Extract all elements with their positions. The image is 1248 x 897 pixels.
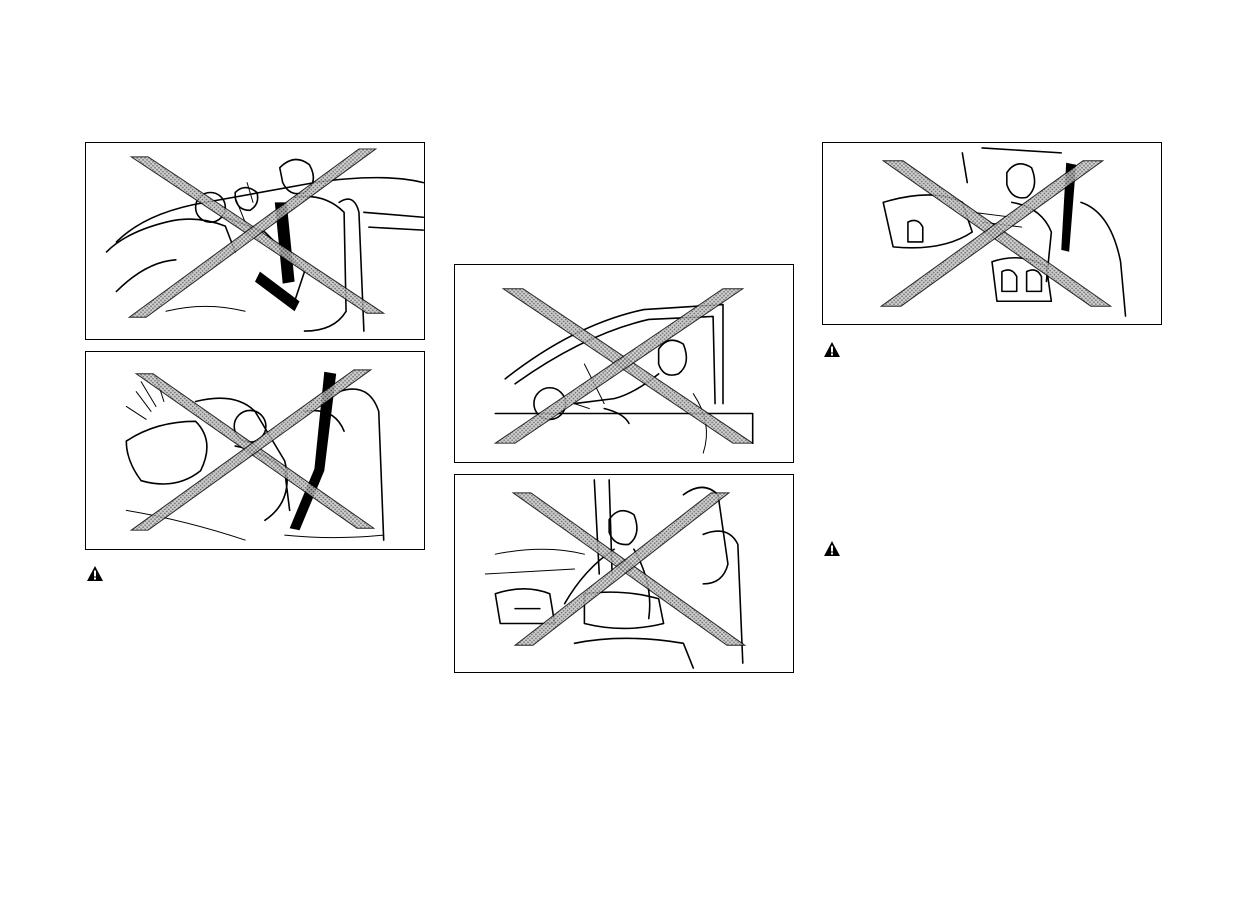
figure-leaning-out-window: [454, 264, 794, 463]
warning-triangle-icon: [86, 565, 104, 582]
illustration-leaning-against-door: [455, 475, 793, 672]
illustration-leaning-out-window: [455, 265, 793, 462]
warning-triangle-icon: [823, 341, 841, 358]
figure-child-seat-airbag: [85, 351, 425, 550]
figure-child-in-lap: [85, 142, 425, 340]
warning-triangle-icon: [823, 540, 841, 557]
illustration-child-seat-airbag: [86, 352, 424, 549]
figure-near-dashboard: [822, 142, 1162, 325]
figure-leaning-against-door: [454, 474, 794, 673]
illustration-child-in-lap: [86, 143, 424, 339]
illustration-near-dashboard: [823, 143, 1161, 324]
